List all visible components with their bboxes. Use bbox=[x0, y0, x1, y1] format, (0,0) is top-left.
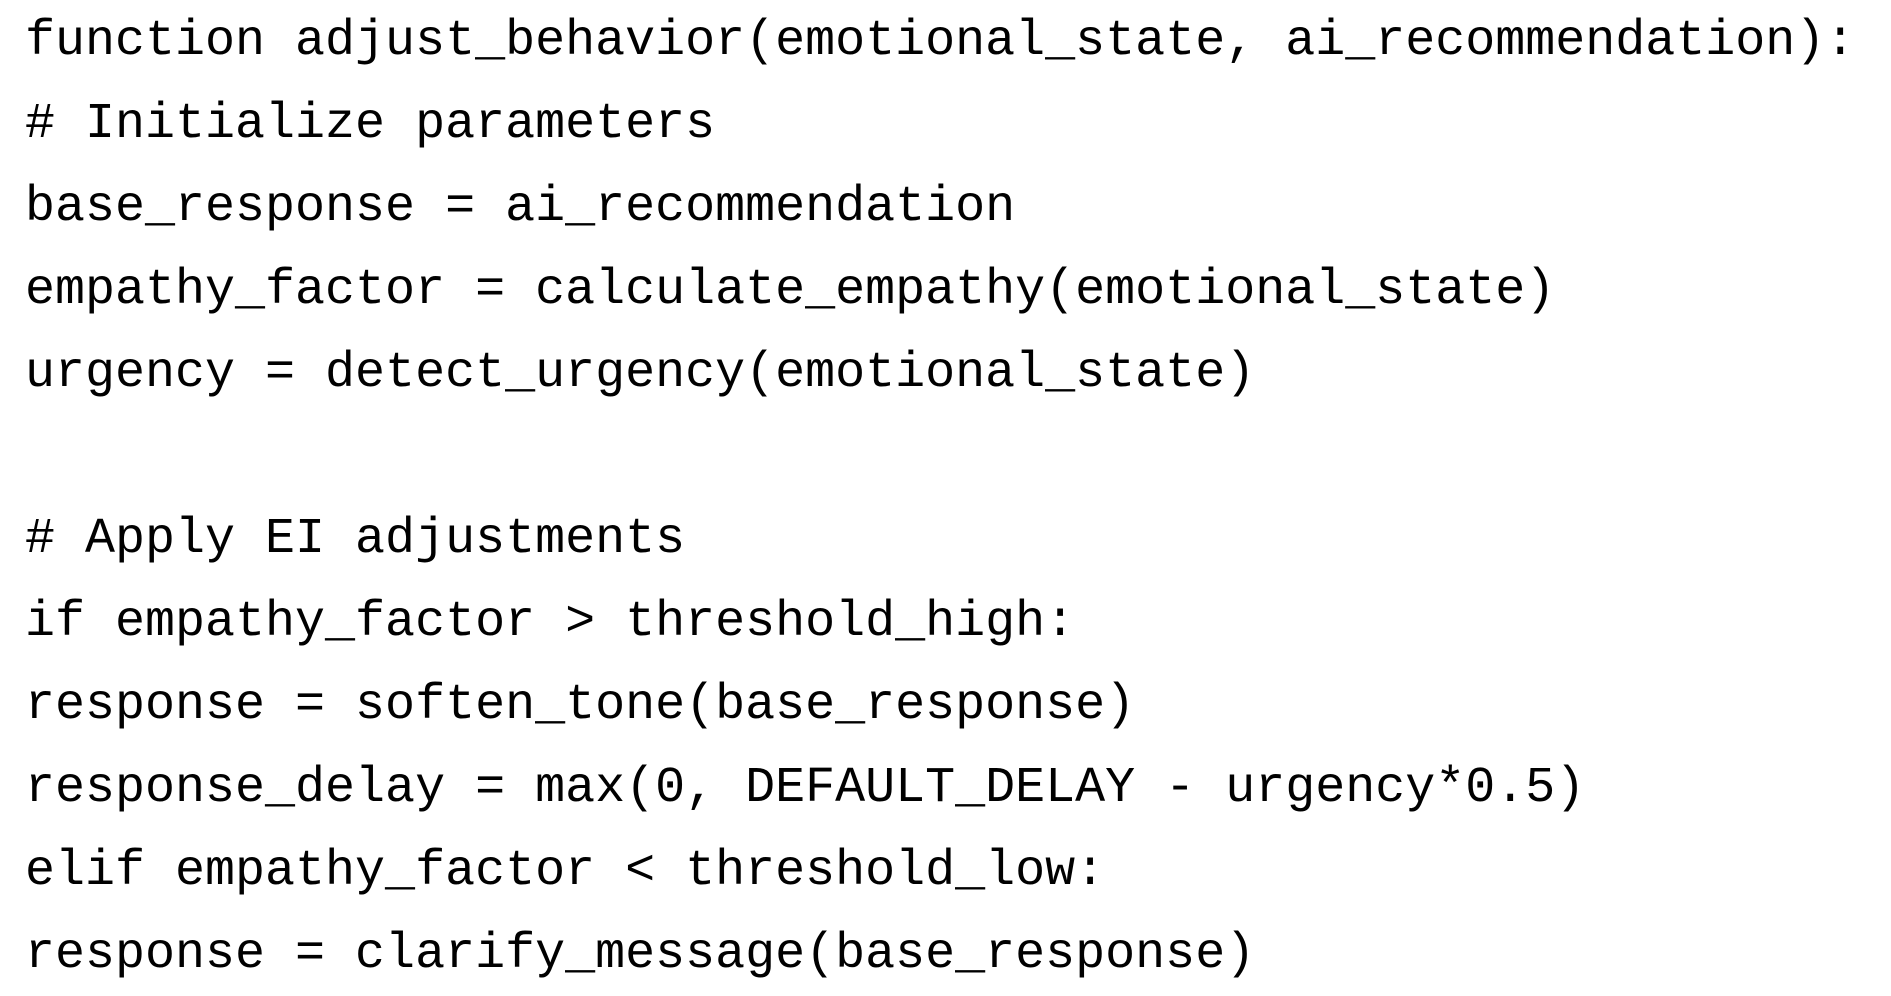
code-line: response_delay = max(0, DEFAULT_DELAY - … bbox=[25, 760, 1586, 817]
code-line: base_response = ai_recommendation bbox=[25, 179, 1016, 236]
code-line: urgency = detect_urgency(emotional_state… bbox=[25, 345, 1256, 402]
code-line: empathy_factor = calculate_empathy(emoti… bbox=[25, 262, 1556, 319]
code-line: # Initialize parameters bbox=[25, 96, 716, 153]
code-line: function adjust_behavior(emotional_state… bbox=[25, 13, 1856, 70]
code-line: if empathy_factor > threshold_high: bbox=[25, 594, 1076, 651]
code-line: elif empathy_factor < threshold_low: bbox=[25, 843, 1106, 900]
code-line: # Apply EI adjustments bbox=[25, 511, 686, 568]
code-line: response = soften_tone(base_response) bbox=[25, 677, 1136, 734]
code-line-blank bbox=[25, 415, 1891, 498]
code-line: response = clarify_message(base_response… bbox=[25, 926, 1256, 983]
